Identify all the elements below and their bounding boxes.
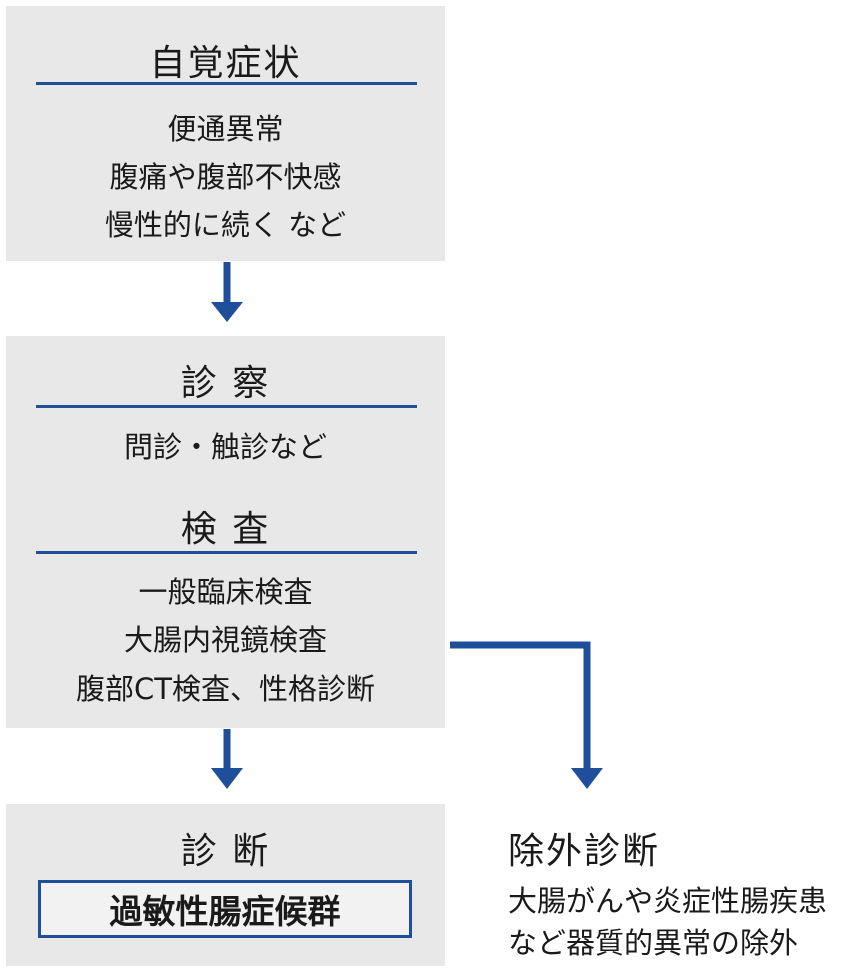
symptoms-divider bbox=[36, 82, 417, 85]
exclusion-line: など器質的異常の除外 bbox=[508, 926, 799, 960]
examination-box: 診 察 問診・触診など 検 査 一般臨床検査 大腸内視鏡検査 腹部CT検査、性格… bbox=[6, 336, 445, 728]
diagnosis-result-frame: 過敏性腸症候群 bbox=[38, 880, 412, 938]
test-item: 一般臨床検査 bbox=[138, 575, 313, 609]
symptoms-heading: 自覚症状 bbox=[149, 43, 302, 84]
exclusion-heading: 除外診断 bbox=[508, 831, 661, 872]
examination-item: 問診・触診など bbox=[123, 430, 327, 464]
symptom-item: 腹痛や腹部不快感 bbox=[109, 160, 342, 194]
examination-heading: 診 察 bbox=[180, 363, 271, 404]
diagnosis-result: 過敏性腸症候群 bbox=[109, 892, 341, 931]
tests-heading: 検 査 bbox=[180, 509, 271, 550]
tests-divider bbox=[36, 551, 417, 554]
test-item: 腹部CT検査、性格診断 bbox=[76, 672, 375, 706]
arrow-symptoms-to-exam bbox=[211, 262, 243, 322]
test-item: 大腸内視鏡検査 bbox=[123, 623, 327, 657]
examination-divider bbox=[36, 405, 417, 408]
diagnosis-heading: 診 断 bbox=[180, 831, 271, 872]
symptom-item: 便通異常 bbox=[167, 112, 284, 146]
symptoms-box: 自覚症状 便通異常 腹痛や腹部不快感 慢性的に続く など bbox=[6, 6, 445, 261]
exclusion-line: 大腸がんや炎症性腸疾患 bbox=[508, 884, 828, 918]
arrow-exam-to-exclusion bbox=[450, 641, 603, 789]
arrow-exam-to-diagnosis bbox=[211, 729, 243, 789]
diagnosis-box: 診 断 過敏性腸症候群 bbox=[6, 804, 445, 966]
symptom-item: 慢性的に続く など bbox=[104, 208, 347, 242]
